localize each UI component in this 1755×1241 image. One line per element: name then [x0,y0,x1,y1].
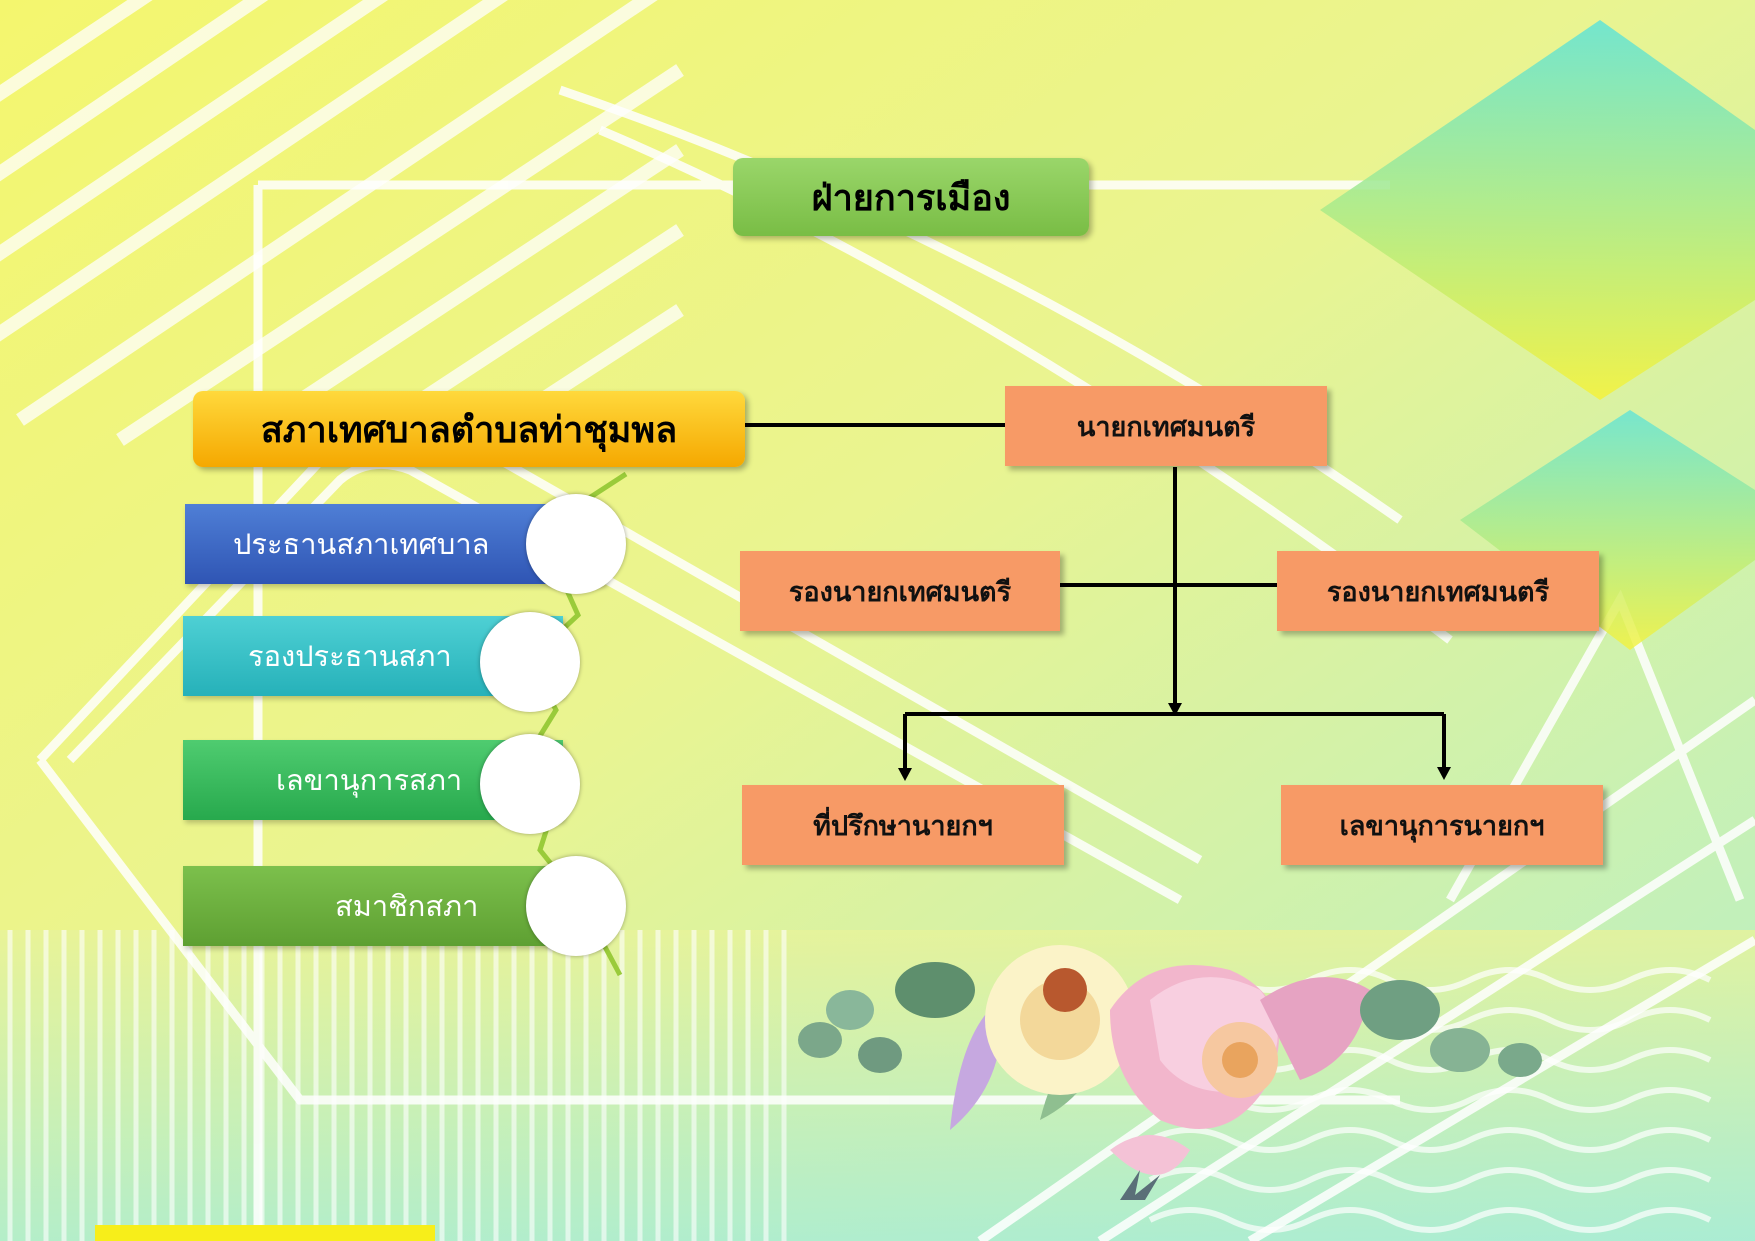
deputy-mayor-right-box: รองนายกเทศมนตรี [1277,551,1599,631]
deputy-mayor-left-box: รองนายกเทศมนตรี [740,551,1060,631]
council-item-president-circle [526,494,626,594]
council-item-label: รองประธานสภา [248,639,452,673]
council-item-vice-president-circle [480,612,580,712]
council-item-secretary-circle [480,734,580,834]
council-title: สภาเทศบาลตำบลท่าชุมพล [193,391,745,467]
mayor-secretary-box: เลขานุการนายกฯ [1281,785,1603,865]
council-item-member-circle [526,856,626,956]
council-item-label: เลขานุการสภา [276,763,463,797]
page-title: ฝ่ายการเมือง [733,158,1089,236]
floral-decoration [798,945,1542,1200]
mayor-box: นายกเทศมนตรี [1005,386,1327,466]
advisor-box: ที่ปรึกษานายกฯ [742,785,1064,865]
council-item-label: สมาชิกสภา [335,889,479,923]
council-item-label: ประธานสภาเทศบาล [233,527,490,561]
